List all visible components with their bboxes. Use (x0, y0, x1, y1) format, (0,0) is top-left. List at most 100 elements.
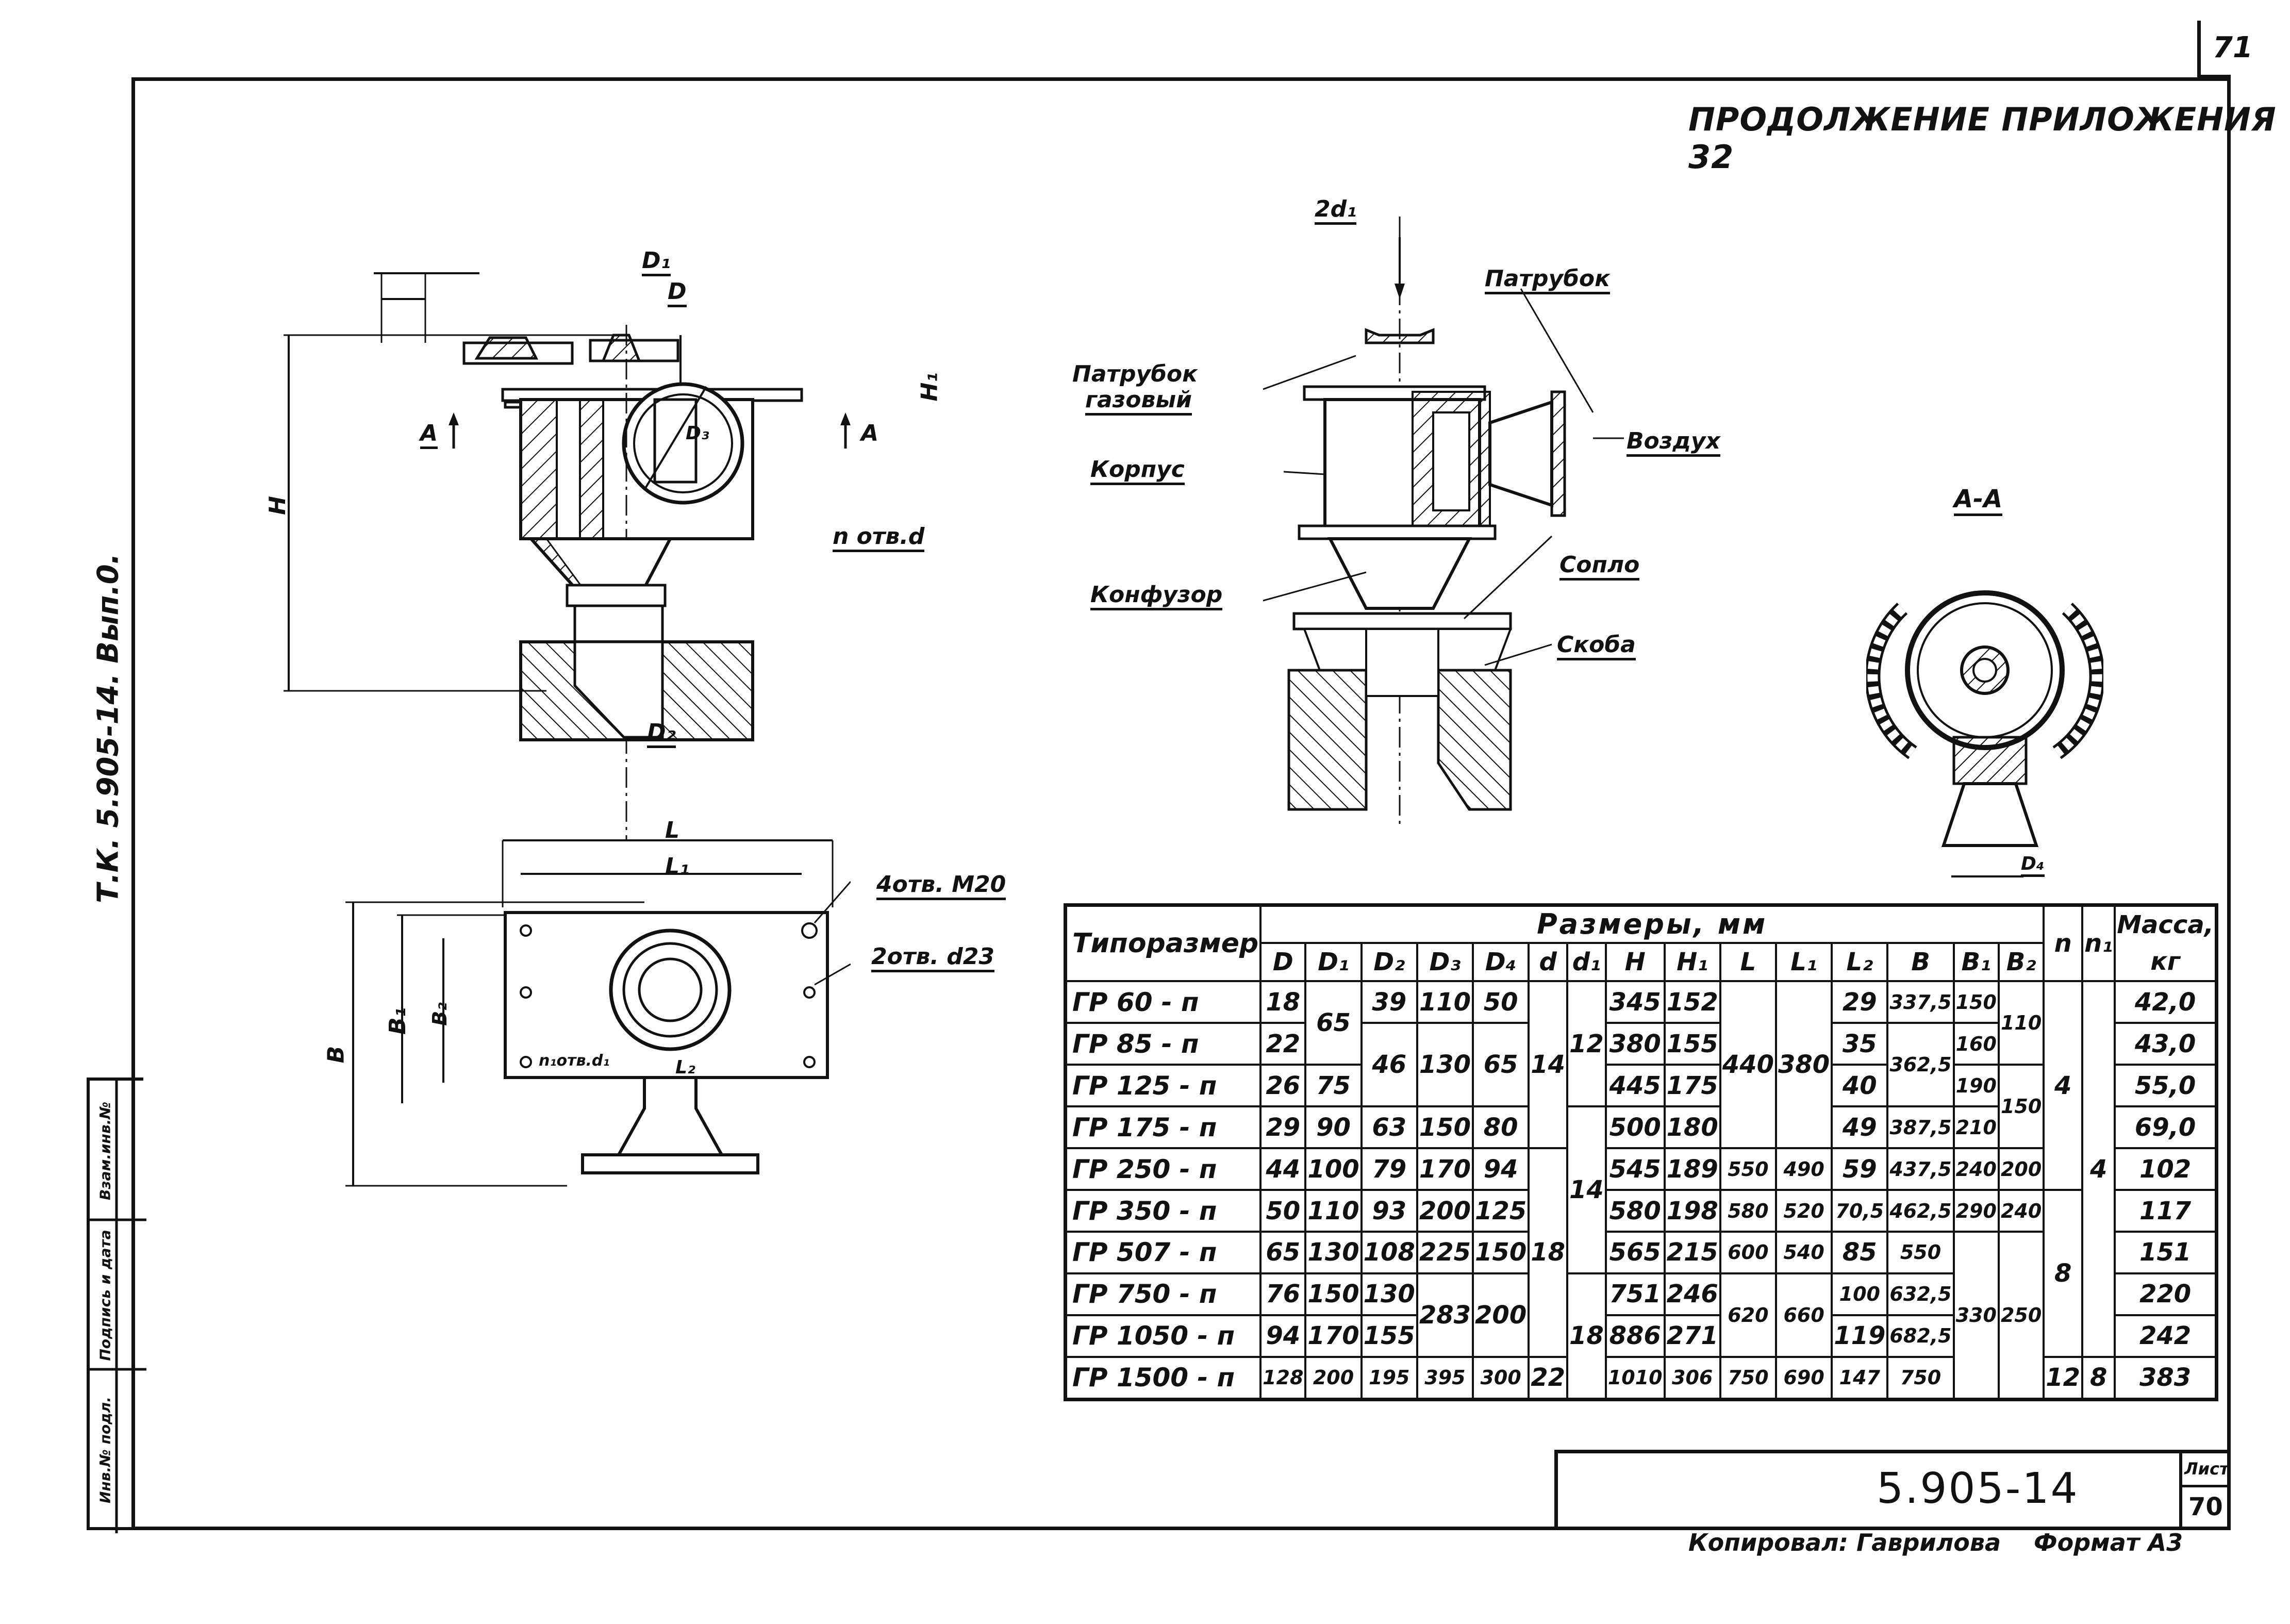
table-row: ГР 750 - п 76 150 130 283 200 18 751 246… (1064, 1272, 2218, 1401)
section-title: А-А (1954, 485, 2003, 516)
cell-n: 4 (2043, 980, 2084, 1191)
side-label-vozdukh: Воздух (1627, 428, 1720, 457)
cell-H: 580 (1604, 1189, 1666, 1233)
side-label-konfuzor: Конфузор (1090, 582, 1223, 610)
cell-D4: 94 (1472, 1147, 1530, 1191)
plan-dim-B1: B₁ (384, 1007, 411, 1035)
front-dim-H1: H₁ (916, 372, 943, 402)
cell-d: 18 (1528, 1147, 1569, 1358)
cell-H1: 306 (1663, 1355, 1721, 1401)
table-row: ГР 85 - п 22 46 130 65 380 155 35 362,5 … (1064, 1022, 2218, 1108)
cell-D: 18 (1259, 980, 1307, 1024)
cell-D3: 283 (1416, 1272, 1474, 1358)
cell-B: 462,5 (1886, 1189, 1955, 1233)
col-H1: H₁ (1663, 942, 1721, 983)
cell-L2: 59 (1831, 1147, 1889, 1191)
cell-D: 128 (1259, 1355, 1307, 1401)
cell-D2: 93 (1360, 1189, 1418, 1233)
cell-L2: 29 (1831, 980, 1889, 1024)
front-dim-H: H (264, 496, 291, 515)
side-label: Т.К. 5.905-14. Вып.0. (91, 553, 125, 903)
side-label-skoba: Скоба (1557, 632, 1636, 660)
cell-mass: 55,0 (2114, 1064, 2218, 1108)
plan-dim-B2: B₂ (428, 1002, 451, 1026)
cell-H1: 180 (1663, 1105, 1721, 1150)
cell-D: 29 (1259, 1105, 1307, 1150)
col-d1: d₁ (1566, 942, 1607, 983)
cell-H: 886 (1604, 1314, 1666, 1358)
col-B2: B₂ (1997, 942, 2045, 983)
cell-L1: 690 (1774, 1355, 1833, 1401)
cell-H: 751 (1604, 1272, 1666, 1316)
cell-H: 565 (1604, 1231, 1666, 1274)
cell-D: 65 (1259, 1231, 1307, 1274)
type-cell: ГР 1500 - п (1064, 1355, 1262, 1401)
mass-header-1: Масса, (2114, 904, 2218, 943)
table-row: ГР 175 - п 29 90 63 150 80 14 500 180 49… (1064, 1105, 2218, 1274)
cell-B1: 190 (1952, 1064, 2000, 1108)
page-number: 71 (2213, 31, 2253, 64)
cell-B: 337,5 (1886, 980, 1955, 1024)
table-row: ГР 1050 - п 94 170 155 886 271 119 682,5… (1064, 1314, 2218, 1358)
cell-mass: 242 (2114, 1314, 2218, 1358)
cell-L: 600 (1719, 1231, 1778, 1274)
table-row: ГР 1500 - п 128 200 195 395 300 22 1010 … (1064, 1355, 2218, 1401)
cell-D1: 130 (1304, 1231, 1363, 1274)
table-row: ГР 350 - п 50 110 93 200 125 580 198 580… (1064, 1189, 2218, 1358)
cell-D1: 75 (1304, 1064, 1363, 1108)
cell-L2: 35 (1831, 1022, 1889, 1066)
table-row: ГР 507 - п 65 130 108 225 150 565 215 60… (1064, 1231, 2218, 1401)
front-dim-D: D (668, 278, 687, 307)
type-cell: ГР 60 - п (1064, 980, 1262, 1024)
cell-D1: 110 (1304, 1189, 1363, 1233)
cell-n: 12 (2043, 1355, 2084, 1401)
col-L2: L₂ (1831, 942, 1889, 983)
footer-format: Формат А3 (2034, 1529, 2183, 1556)
cell-D: 76 (1259, 1272, 1307, 1316)
section-view (1866, 590, 2103, 877)
cell-D2: 155 (1360, 1314, 1418, 1358)
title-stamp (1554, 1450, 2231, 1530)
cell-d: 22 (1528, 1355, 1569, 1401)
cell-B1: 330 (1952, 1231, 2000, 1401)
cell-B: 387,5 (1886, 1105, 1955, 1150)
mass-header-2: кг (2114, 943, 2218, 983)
type-cell: ГР 1050 - п (1064, 1314, 1262, 1358)
plan-dim-L: L (665, 817, 680, 843)
cell-D4: 150 (1472, 1231, 1530, 1274)
cell-D3: 200 (1416, 1189, 1474, 1233)
cell-L2: 70,5 (1831, 1189, 1889, 1233)
front-view-main (501, 325, 803, 840)
col-d: d (1528, 942, 1569, 983)
cell-H: 1010 (1604, 1355, 1666, 1401)
cell-L2: 147 (1831, 1355, 1889, 1401)
plan-view (345, 839, 851, 1187)
cell-D4: 300 (1472, 1355, 1530, 1401)
dims-header: Размеры, мм (1259, 904, 2045, 944)
cell-D2: 195 (1360, 1355, 1418, 1401)
cell-H1: 198 (1663, 1189, 1721, 1233)
cell-D2: 39 (1360, 980, 1418, 1024)
type-cell: ГР 507 - п (1064, 1231, 1262, 1274)
cell-H: 500 (1604, 1105, 1666, 1150)
cell-n1: 8 (2081, 1355, 2116, 1401)
cell-B2: 250 (1997, 1231, 2045, 1401)
front-dim-D1: D₁ (642, 247, 671, 276)
front-view (462, 336, 574, 365)
cell-D2: 46 (1360, 1022, 1418, 1108)
cell-D2: 63 (1360, 1105, 1418, 1150)
cell-d: 14 (1528, 980, 1569, 1150)
cell-D1: 90 (1304, 1105, 1363, 1150)
col-B: B (1886, 942, 1955, 983)
cell-H1: 152 (1663, 980, 1721, 1024)
cell-B1: 150 (1952, 980, 2000, 1024)
cell-H1: 155 (1663, 1022, 1721, 1066)
plan-holes-m20: 4отв. M20 (876, 871, 1006, 900)
col-L1: L₁ (1774, 942, 1833, 983)
cell-D2: 130 (1360, 1272, 1418, 1316)
cell-H: 545 (1604, 1147, 1666, 1191)
cell-D4: 50 (1472, 980, 1530, 1024)
cell-D3: 170 (1416, 1147, 1474, 1191)
cell-L2: 100 (1831, 1272, 1889, 1316)
dimensions-table: Типоразмер Размеры, мм n n₁ Масса, D D₁ … (1064, 903, 2218, 1401)
